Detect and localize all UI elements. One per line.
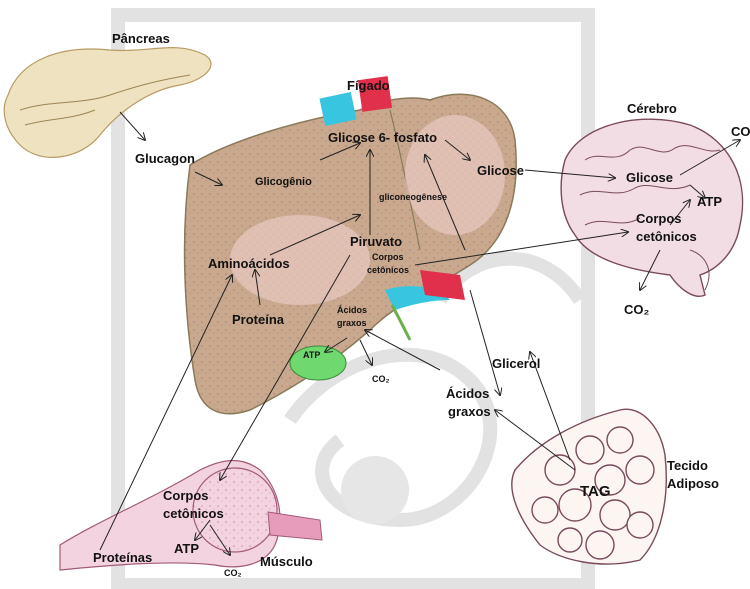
label-tecido-1: Tecido [667, 458, 708, 473]
label-co2-musculo: CO₂ [224, 568, 242, 578]
label-corpos-cerebro-2: cetônicos [636, 229, 697, 244]
label-corpos-musculo-1: Corpos [163, 488, 209, 503]
label-pancreas: Pâncreas [112, 31, 170, 46]
label-figado: Fígado [347, 78, 390, 93]
label-corpos-figado-1: Corpos [372, 252, 404, 262]
label-co2-figado: CO₂ [372, 374, 390, 384]
label-acidos-graxos-2: graxos [448, 404, 491, 419]
label-acidos-graxos-figado-1: Ácidos [337, 305, 367, 315]
label-musculo: Músculo [260, 554, 313, 569]
label-glicose-6-fosfato: Glicose 6- fosfato [328, 130, 437, 145]
label-proteina: Proteína [232, 312, 285, 327]
label-glicerol: Glicerol [492, 356, 540, 371]
label-corpos-cerebro-1: Corpos [636, 211, 682, 226]
label-glicose-figado: Glicose [477, 163, 524, 178]
label-atp-musculo: ATP [174, 541, 199, 556]
pancreas-illustration [4, 48, 211, 158]
label-proteinas: Proteínas [93, 550, 152, 565]
label-glicogenio: Glicogênio [255, 176, 312, 188]
label-tag: TAG [580, 483, 611, 500]
label-tecido-2: Adiposo [667, 476, 719, 491]
label-co2-cerebro: CO₂ [624, 302, 650, 317]
watermark-seal [341, 456, 409, 524]
label-acidos-graxos-figado-2: graxos [337, 318, 367, 328]
label-aminoacidos: Aminoácidos [208, 256, 290, 271]
label-piruvato: Piruvato [350, 234, 402, 249]
label-acidos-graxos-1: Ácidos [446, 386, 489, 401]
label-glicose-cerebro: Glicose [626, 170, 673, 185]
label-gliconeogenese: gliconeogênese [379, 192, 447, 202]
label-corpos-figado-2: cetônicos [367, 265, 409, 275]
label-co-cerebro: CO [731, 124, 750, 139]
label-cerebro: Cérebro [627, 101, 677, 116]
label-glucagon: Glucagon [135, 151, 195, 166]
label-corpos-musculo-2: cetônicos [163, 506, 224, 521]
label-atp-figado: ATP [303, 350, 320, 360]
label-atp-cerebro: ATP [697, 194, 722, 209]
